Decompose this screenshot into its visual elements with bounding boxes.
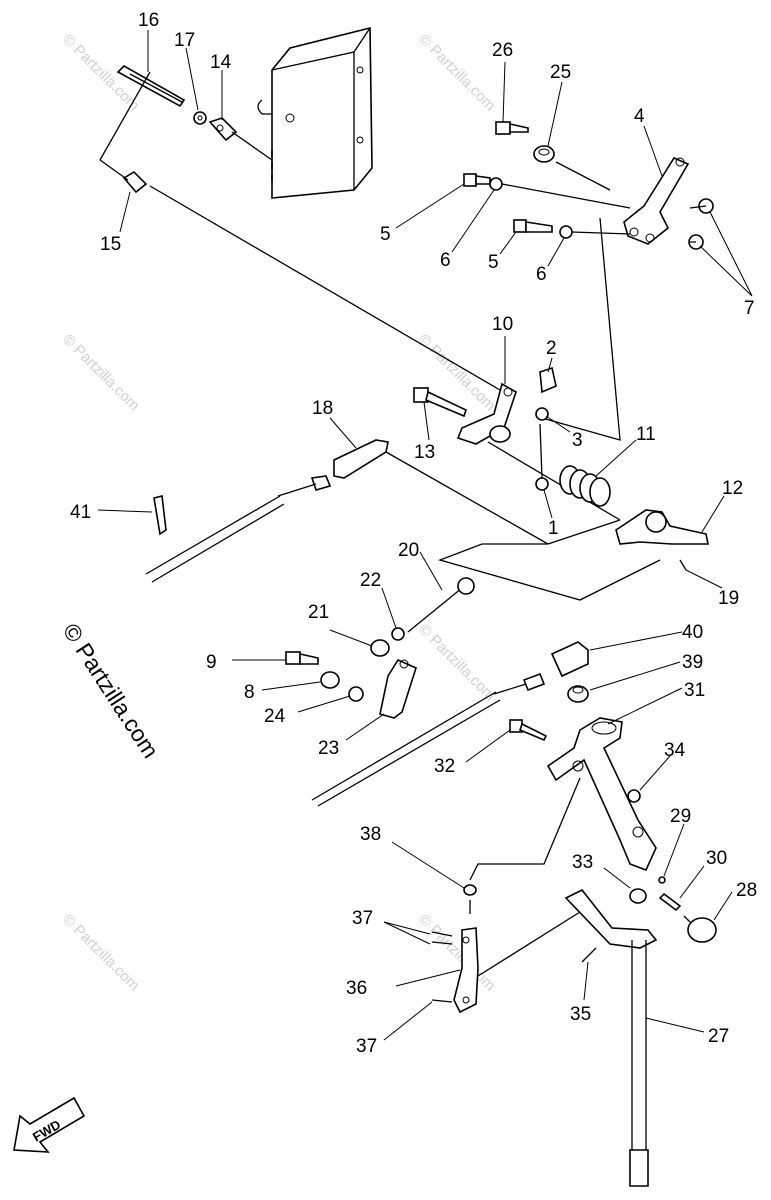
part-24-washer [348, 686, 364, 702]
callout-23: 23 [318, 738, 339, 759]
callout-21: 21 [308, 602, 329, 623]
part-19-pin [679, 559, 687, 571]
watermark: © Partzilla.com [59, 911, 142, 994]
callout-13: 13 [414, 442, 435, 463]
part-13-bolt [413, 387, 467, 418]
part-5-bolt-upper [463, 173, 491, 187]
part-26-bolt [495, 121, 529, 135]
part-23-lever [379, 658, 417, 719]
part-3-nut [535, 407, 549, 421]
callout-37a: 37 [352, 908, 373, 929]
callout-18: 18 [312, 398, 333, 419]
callout-8: 8 [244, 682, 255, 703]
part-18-lever [333, 439, 389, 479]
part-34-washer [627, 789, 641, 803]
callout-25: 25 [550, 62, 571, 83]
callout-33: 33 [572, 852, 593, 873]
part-39-collar [567, 685, 589, 703]
callout-20: 20 [398, 540, 419, 561]
part-20-rod [407, 577, 475, 633]
callout-17: 17 [174, 30, 195, 51]
callout-6a: 6 [440, 250, 451, 271]
callout-3: 3 [572, 430, 583, 451]
callout-7: 7 [744, 298, 755, 319]
callout-27: 27 [708, 1026, 729, 1047]
part-40-end [550, 641, 589, 678]
part-30-spring [658, 892, 682, 912]
callout-22: 22 [360, 570, 381, 591]
callout-5b: 5 [488, 252, 499, 273]
callout-41: 41 [70, 502, 91, 523]
part-9-bolt [285, 651, 319, 665]
leader-lines [97, 30, 753, 1041]
part-12-lever [615, 509, 709, 545]
part-37-pins [431, 931, 453, 1003]
part-8-collar [320, 671, 340, 689]
part-17-nut [193, 111, 207, 125]
part-22-nut [391, 627, 405, 641]
part-41-clip [153, 495, 167, 536]
part-25-collar [533, 145, 555, 163]
callout-12: 12 [722, 478, 743, 499]
part-28-knob [683, 915, 717, 943]
part-4-lever [623, 156, 690, 245]
callout-34: 34 [664, 740, 686, 761]
part-38-washer [463, 884, 477, 896]
callout-16: 16 [138, 10, 159, 31]
callout-9: 9 [206, 652, 217, 673]
part-33-collar [629, 888, 647, 904]
part-2-cap [539, 366, 557, 394]
callout-19: 19 [718, 588, 739, 609]
callout-1: 1 [548, 518, 559, 539]
watermark: © Partzilla.com [415, 31, 498, 114]
part-29-pin [658, 876, 666, 884]
callout-10: 10 [492, 314, 513, 335]
throttle-cable [145, 475, 332, 583]
callout-32: 32 [434, 756, 455, 777]
callout-28: 28 [736, 880, 757, 901]
part-15-block [99, 159, 148, 194]
callout-6b: 6 [536, 264, 547, 285]
part-32-bolt [509, 719, 548, 742]
fwd-arrow: FWD [13, 1096, 86, 1153]
watermark: © Partzilla.com [415, 621, 498, 704]
part-6-nut-lower [559, 225, 573, 239]
part-14-clip [208, 117, 273, 161]
callout-36: 36 [346, 978, 367, 999]
part-1-rod [535, 423, 549, 491]
callout-5a: 5 [380, 224, 391, 245]
callout-11: 11 [636, 424, 656, 445]
callout-14: 14 [210, 52, 232, 73]
part-5-bolt-lower [513, 219, 553, 233]
callout-40: 40 [682, 622, 703, 643]
part-35-pin [581, 947, 597, 963]
part-6-nut-upper [489, 177, 503, 191]
part-16-bolt [99, 65, 186, 161]
part-36-arm [453, 927, 479, 1014]
callout-39: 39 [682, 652, 703, 673]
callout-15: 15 [100, 234, 121, 255]
part-27-rod [564, 888, 658, 1187]
part-11-spring [559, 465, 611, 507]
callout-38: 38 [360, 824, 381, 845]
watermark: © Partzilla.com [415, 911, 498, 994]
callout-29: 29 [670, 806, 691, 827]
callout-37b: 37 [356, 1036, 377, 1057]
callout-4: 4 [634, 106, 645, 127]
callout-35: 35 [570, 1004, 591, 1025]
callout-24: 24 [264, 706, 286, 727]
callout-2: 2 [546, 338, 557, 359]
callout-26: 26 [492, 40, 513, 61]
shift-cable [311, 672, 546, 807]
part-31-bellcrank [546, 717, 657, 872]
control-box [257, 26, 373, 199]
callout-31: 31 [684, 680, 705, 701]
callout-30: 30 [706, 848, 727, 869]
watermark: © Partzilla.com [59, 331, 142, 414]
callout-labels: 16 17 14 15 26 25 4 5 6 5 6 7 10 2 3 11 … [70, 10, 757, 1057]
part-21-collar [370, 639, 390, 657]
part-10-lever [456, 382, 517, 445]
watermark-main: © Partzilla.com [58, 619, 164, 763]
